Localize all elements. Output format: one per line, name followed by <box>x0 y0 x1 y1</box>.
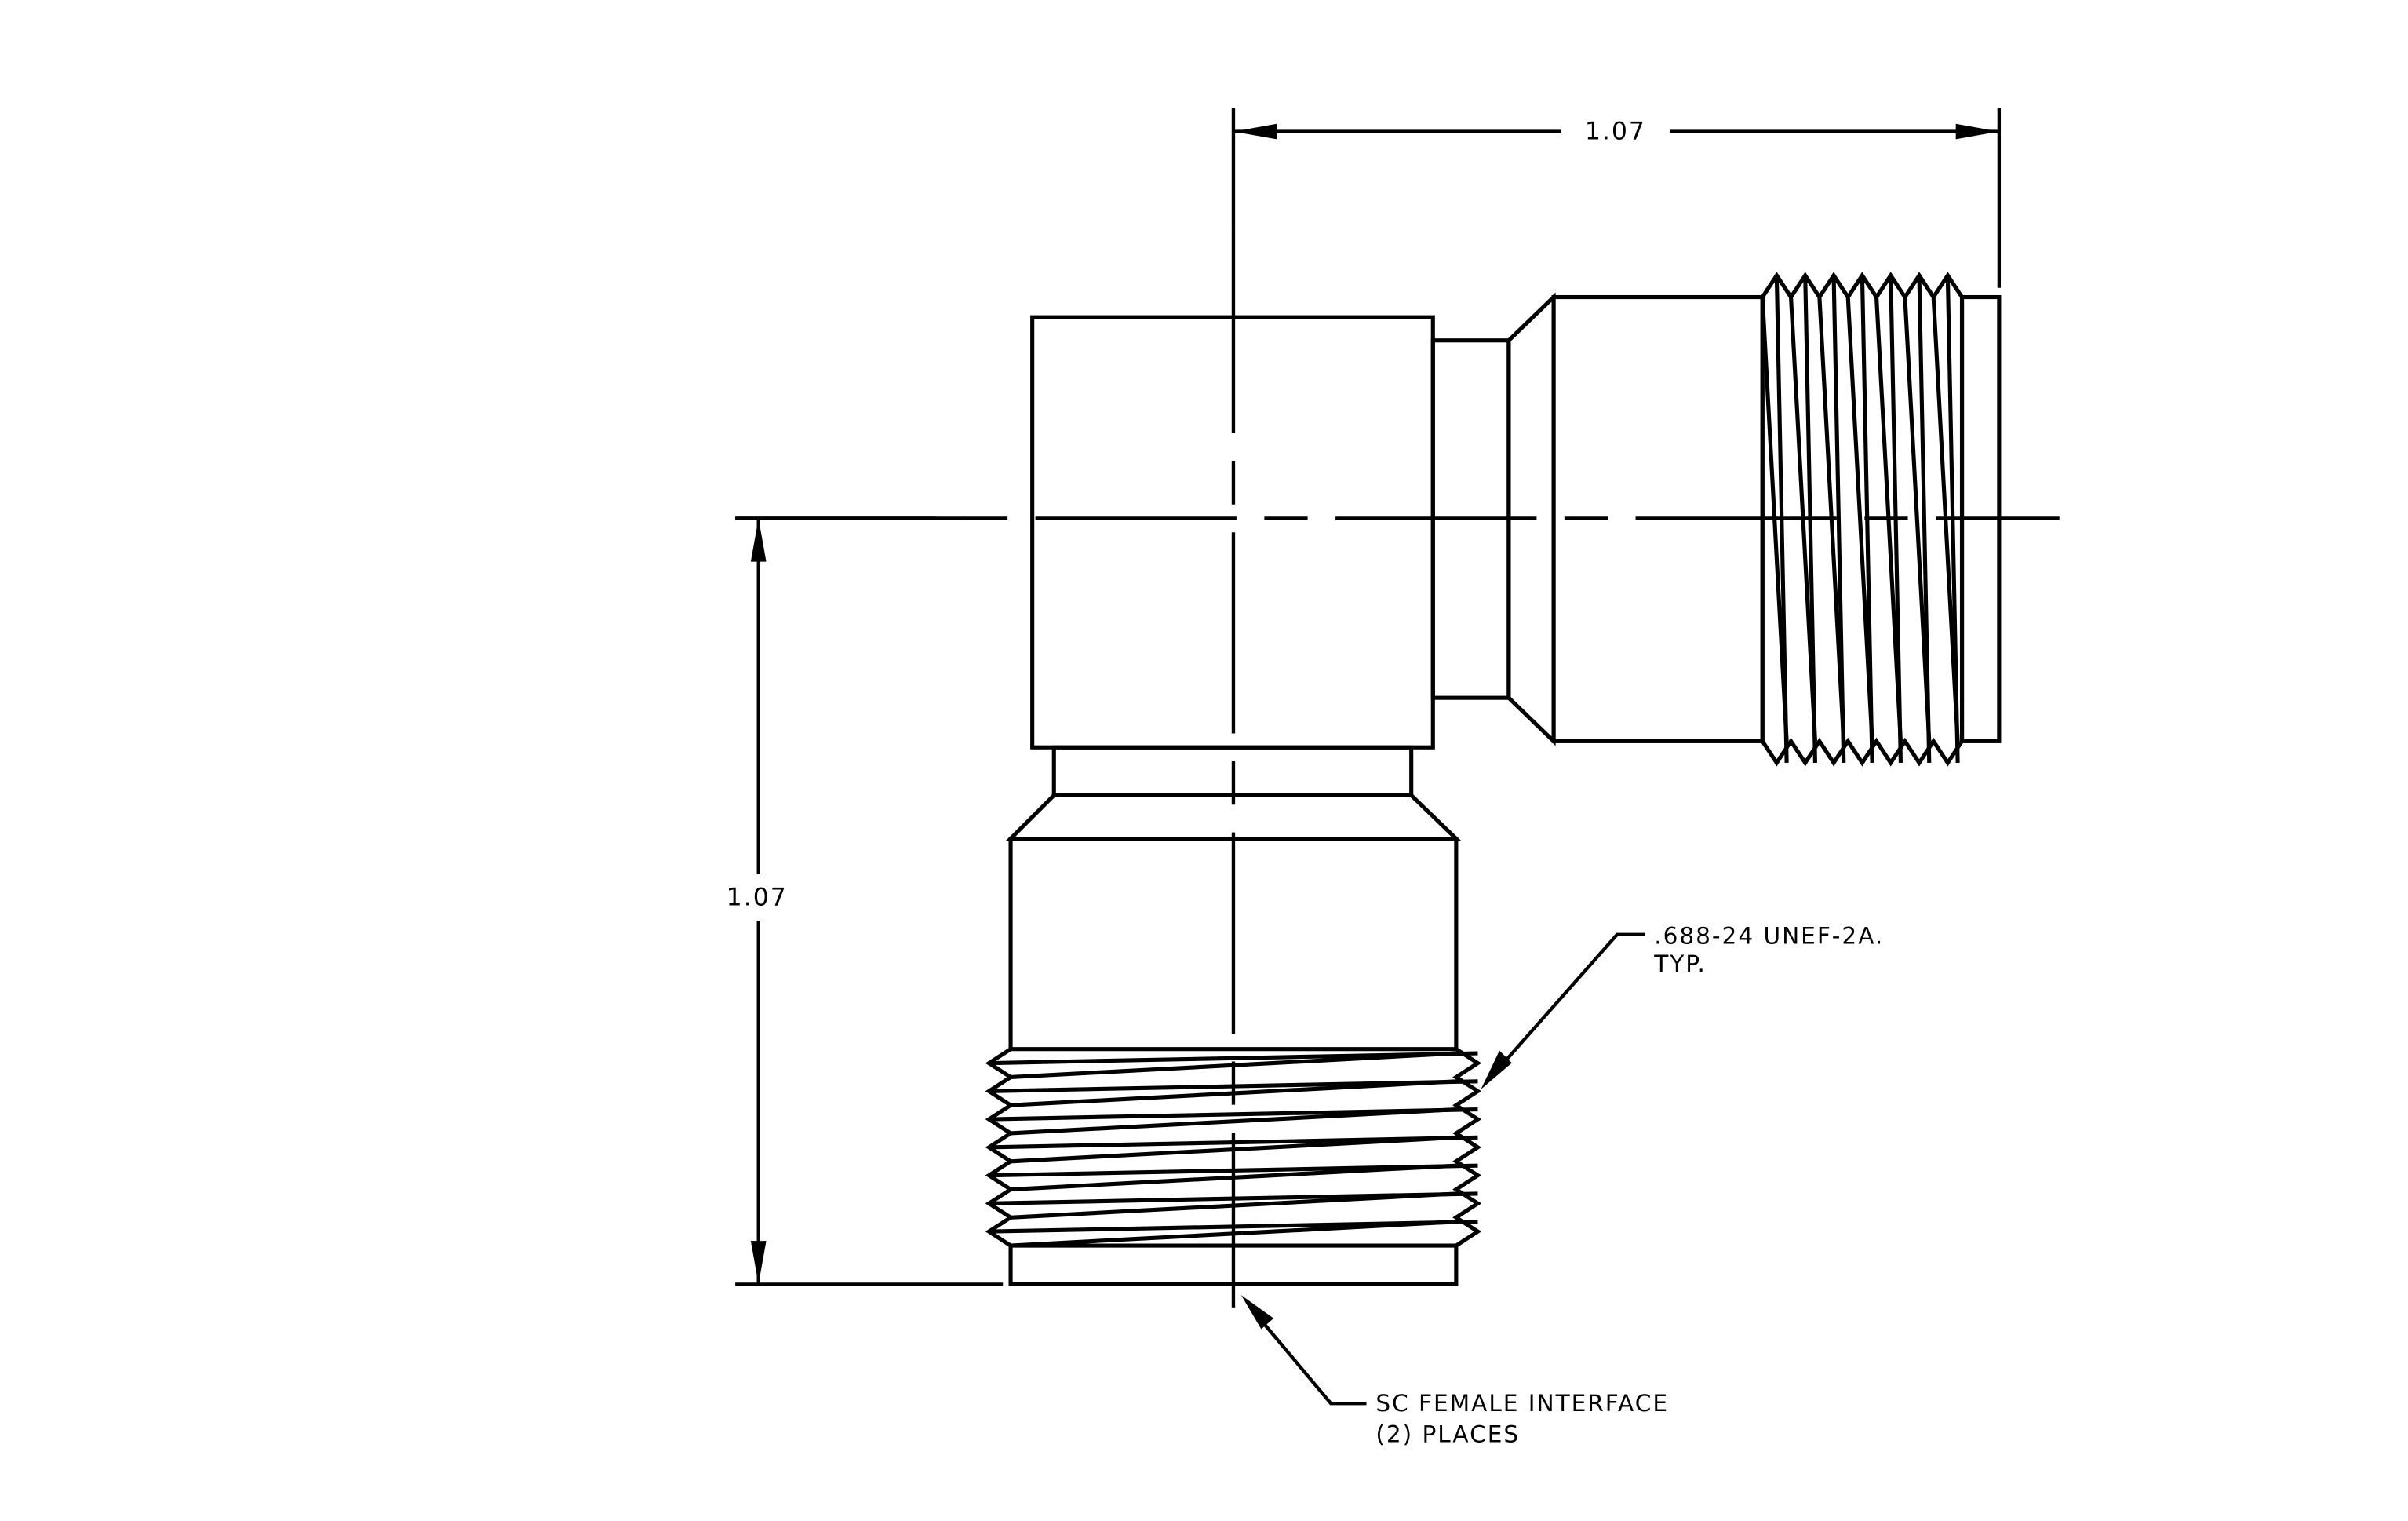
vertical-thread <box>985 1047 1482 1248</box>
interface-leader-arrow <box>1240 1295 1274 1330</box>
thread-callout-line2: TYP. <box>1653 950 1707 977</box>
horizontal-thread-root <box>1874 297 1903 742</box>
vertical-thread-root <box>1010 1163 1456 1192</box>
vertical-thread-root <box>1010 1107 1456 1136</box>
interface-callout-line2: (2) PLACES <box>1375 1421 1520 1447</box>
v-dim-arrow-top <box>750 518 767 562</box>
vertical-thread-root <box>1010 1051 1456 1080</box>
horizontal-thread-bottom-profile <box>1761 737 1964 767</box>
horizontal-thread-root <box>1845 297 1874 742</box>
h-dim-label: 1.07 <box>1585 118 1646 146</box>
horizontal-thread-root <box>1817 297 1846 742</box>
vertical-thread-root <box>1010 1079 1456 1107</box>
vertical-thread-root <box>1010 1135 1456 1164</box>
v-dim-arrow-bottom <box>750 1241 767 1285</box>
horizontal-thread-root <box>1903 297 1932 742</box>
horizontal-end-collar <box>1959 294 2002 743</box>
v-dim-label: 1.07 <box>727 883 788 911</box>
h-dim-arrow-right <box>1955 123 1999 140</box>
vertical-thread-right-profile <box>1452 1047 1482 1248</box>
horizontal-thread-root <box>1788 297 1817 742</box>
thread-leader-arrow <box>1481 1050 1512 1089</box>
thread-leader <box>1485 932 1645 1083</box>
vertical-end-collar <box>1008 1243 1459 1286</box>
vertical-thread-root <box>1010 1191 1456 1220</box>
vertical-thread-root <box>1010 1220 1456 1248</box>
horizontal-thread <box>1760 272 1965 767</box>
vertical-sleeve <box>1008 836 1459 1052</box>
horizontal-thread-root <box>1931 297 1960 742</box>
interface-leader <box>1248 1306 1367 1406</box>
thread-callout-line1: .688-24 UNEF-2A. <box>1654 923 1884 950</box>
interface-callout-line1: SC FEMALE INTERFACE <box>1375 1390 1669 1417</box>
h-dim-arrow-left <box>1233 123 1277 140</box>
horizontal-thread-root <box>1760 297 1789 742</box>
